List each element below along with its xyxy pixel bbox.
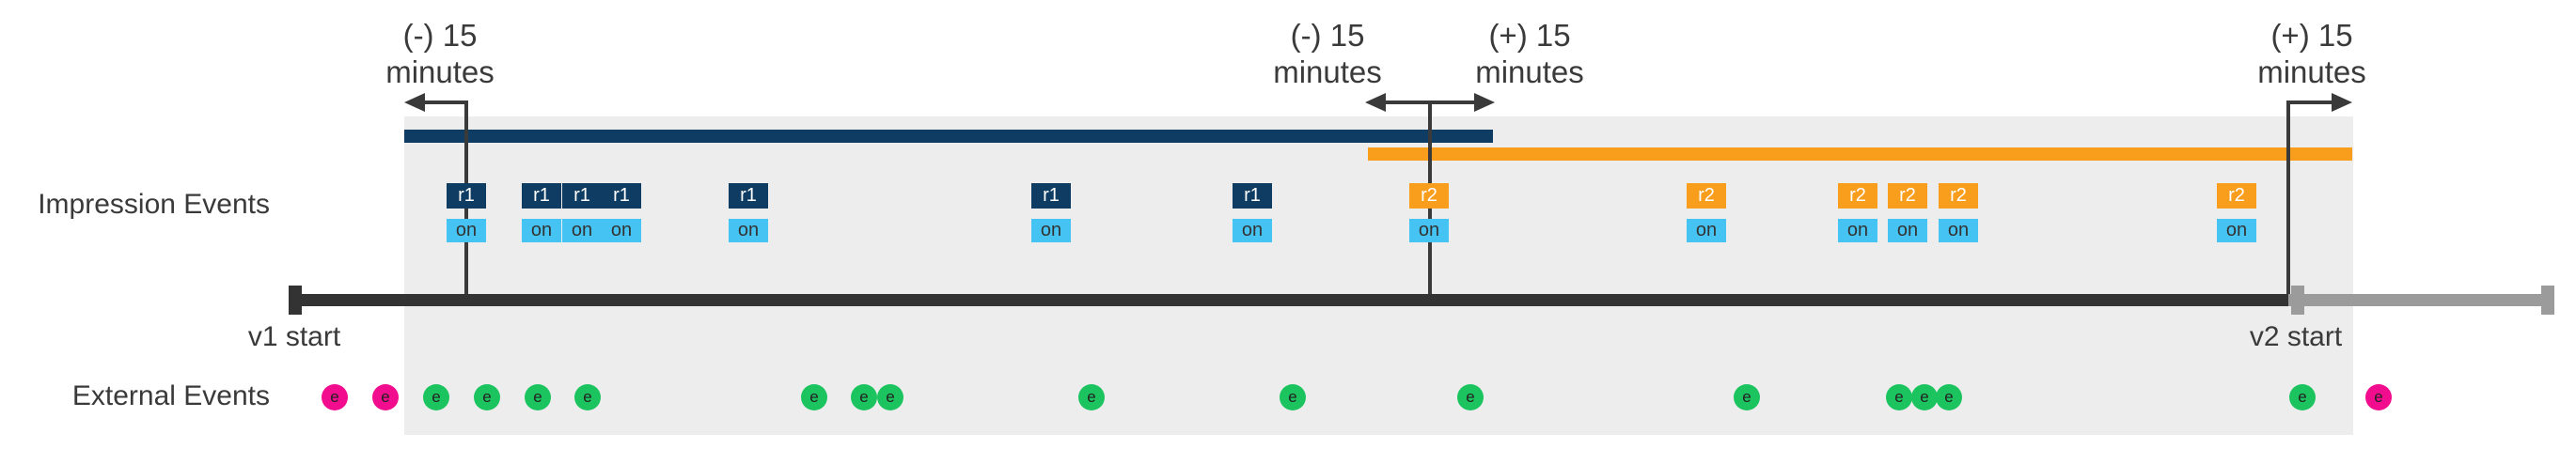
on-status-badge: on: [1409, 219, 1449, 242]
timeline-v1-segment: [289, 294, 2288, 306]
impression-event: r1 on: [729, 183, 768, 242]
impression-event: r2 on: [1888, 183, 1927, 242]
external-event-dot: e: [1734, 384, 1760, 410]
r2-report-badge: r2: [1888, 183, 1927, 209]
r2-report-badge: r2: [1409, 183, 1449, 209]
r2-report-badge: r2: [2217, 183, 2256, 209]
impression-event: r2 on: [1409, 183, 1449, 242]
external-event-dot: e: [1936, 384, 1962, 410]
timeline-end-tick: [2541, 286, 2554, 315]
on-status-badge: on: [522, 219, 561, 242]
external-event-dot: e: [1078, 384, 1105, 410]
arrow-right-icon: [2332, 93, 2352, 112]
r1-report-window-bar: [404, 130, 1493, 143]
r1-report-badge: r1: [729, 183, 768, 209]
r2-report-badge: r2: [1687, 183, 1726, 209]
external-event-dot: e: [801, 384, 827, 410]
arrow-right-icon: [1474, 93, 1495, 112]
on-status-badge: on: [729, 219, 768, 242]
external-event-dot: e: [322, 384, 348, 410]
impression-event: r1 on: [522, 183, 561, 242]
impression-event: r2 on: [2217, 183, 2256, 242]
impression-event: r1 on: [447, 183, 486, 242]
r1-report-badge: r1: [1233, 183, 1272, 209]
r2-report-badge: r2: [1939, 183, 1978, 209]
external-event-dot: e: [574, 384, 601, 410]
v2-start-marker-line: [2286, 102, 2290, 300]
external-event-dot: e: [423, 384, 449, 410]
r1-report-badge: r1: [602, 183, 641, 209]
impression-event: r1 on: [1031, 183, 1071, 242]
r1-report-badge: r1: [562, 183, 602, 209]
r1-report-badge: r1: [447, 183, 486, 209]
v2-start-label: v2 start: [2249, 321, 2343, 352]
external-event-dot: e: [1457, 384, 1484, 410]
r2-report-window-bar: [1368, 147, 2352, 161]
external-event-dot: e: [851, 384, 877, 410]
on-status-badge: on: [1939, 219, 1978, 242]
arrow-left-icon: [404, 93, 425, 112]
on-status-badge: on: [2217, 219, 2256, 242]
external-event-dot: e: [372, 384, 399, 410]
on-status-badge: on: [447, 219, 486, 242]
v1-start-label: v1 start: [247, 321, 341, 352]
minus-15-arrow-left: [421, 101, 468, 104]
external-events-row-label: External Events: [71, 380, 270, 411]
external-event-dot: e: [1886, 384, 1912, 410]
v1-start-tick: [289, 286, 302, 315]
v2-start-tick: [2291, 286, 2304, 315]
r1-report-badge: r1: [1031, 183, 1071, 209]
impression-event: r2 on: [1939, 183, 1978, 242]
timeline-future-segment: [2288, 294, 2554, 306]
on-status-badge: on: [1838, 219, 1877, 242]
external-event-dot: e: [474, 384, 500, 410]
plus-minus-15-arrow: [1384, 101, 1476, 104]
r1-report-badge: r1: [522, 183, 561, 209]
impression-event: r1 on: [602, 183, 641, 242]
on-status-badge: on: [1233, 219, 1272, 242]
external-event-dot: e: [2289, 384, 2316, 410]
on-status-badge: on: [1687, 219, 1726, 242]
external-event-dot: e: [2365, 384, 2392, 410]
observation-panel: [404, 116, 2353, 435]
on-status-badge: on: [1031, 219, 1071, 242]
arrow-left-icon: [1365, 93, 1386, 112]
on-status-badge: on: [562, 219, 602, 242]
impression-event: r2 on: [1838, 183, 1877, 242]
on-status-badge: on: [602, 219, 641, 242]
impression-event: r1 on: [562, 183, 602, 242]
impression-event: r1 on: [1233, 183, 1272, 242]
plus-15-arrow-right: [2286, 101, 2335, 104]
on-status-badge: on: [1888, 219, 1927, 242]
external-event-dot: e: [1911, 384, 1938, 410]
external-event-dot: e: [877, 384, 903, 410]
impression-events-row-label: Impression Events: [38, 189, 270, 220]
impression-event: r2 on: [1687, 183, 1726, 242]
external-event-dot: e: [525, 384, 551, 410]
external-event-dot: e: [1280, 384, 1306, 410]
r2-report-badge: r2: [1838, 183, 1877, 209]
